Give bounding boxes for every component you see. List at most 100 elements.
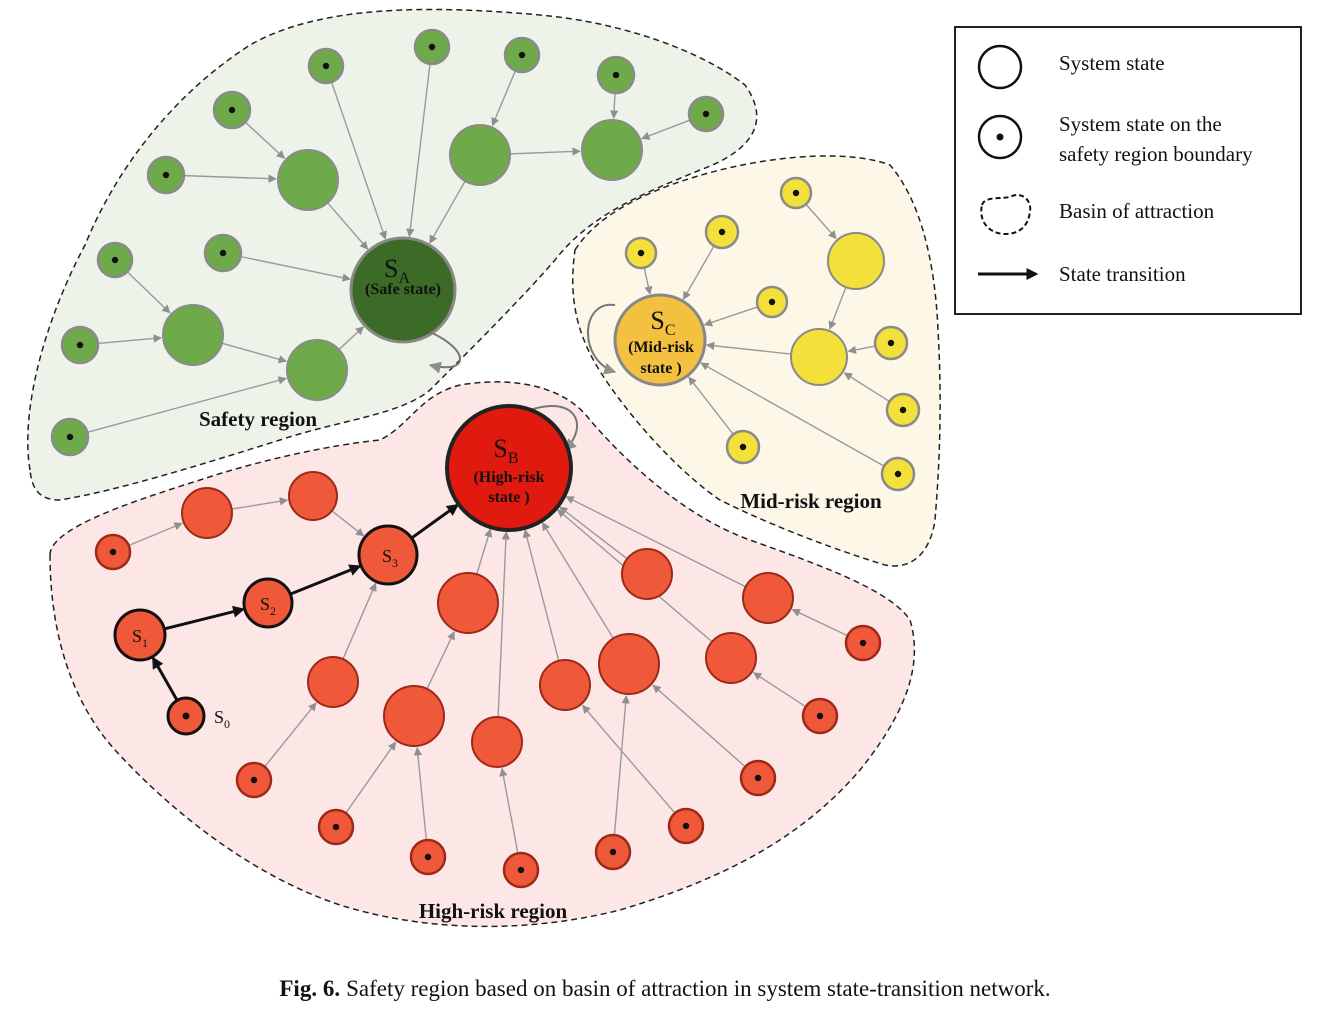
legend-label-3: State transition <box>1059 262 1186 286</box>
transition-edge <box>652 684 746 768</box>
sb-symbol: SB <box>493 434 518 467</box>
transition-edge <box>791 608 848 637</box>
legend-label-0: System state <box>1059 51 1165 75</box>
transition-edge <box>476 528 493 575</box>
state-s1: S1 <box>113 608 167 662</box>
legend-label-2: Basin of attraction <box>1059 199 1215 223</box>
boundary-state-node <box>212 90 252 130</box>
figure-caption: Fig. 6.Safety region based on basin of a… <box>0 976 1330 1002</box>
transition-edge <box>582 704 676 814</box>
boundary-state-node <box>801 697 839 735</box>
state-node <box>307 656 359 708</box>
transition-edge <box>565 496 746 588</box>
boundary-dot <box>250 776 258 784</box>
transition-edges <box>87 63 890 854</box>
boundary-state-node <box>687 95 725 133</box>
transition-edge <box>522 529 560 661</box>
boundary-state-node <box>624 236 658 270</box>
transition-edge <box>97 334 162 345</box>
boundary-dot <box>109 548 117 556</box>
transition-edge <box>843 372 890 403</box>
transition-edge <box>413 747 428 841</box>
transition-edge <box>244 121 286 159</box>
boundary-dot <box>66 433 74 441</box>
transition-edge <box>688 376 734 435</box>
state-node <box>827 232 885 290</box>
boundary-state-node <box>873 325 909 361</box>
boundary-dot <box>517 866 525 874</box>
sc-label-2: state ) <box>640 360 681 377</box>
transition-edge <box>338 326 365 351</box>
attractor-sc: SC (Mid-risk state ) <box>587 293 707 387</box>
sc-label-1: (Mid-risk <box>628 339 694 356</box>
boundary-dot <box>894 470 902 478</box>
state-node <box>790 328 848 386</box>
transition-edge <box>410 503 459 540</box>
transition-edge <box>613 695 630 836</box>
boundary-dot <box>332 823 340 831</box>
boundary-dot <box>718 228 726 236</box>
transition-edge <box>703 306 759 327</box>
boundary-dot <box>702 110 710 118</box>
boundary-state-node <box>704 214 740 250</box>
svg-text:S2: S2 <box>260 594 276 618</box>
transition-edge <box>264 702 317 768</box>
boundary-dot <box>424 853 432 861</box>
boundary-dot <box>859 639 867 647</box>
state-node <box>539 659 591 711</box>
legend-label-1: System state on the <box>1059 112 1222 136</box>
boundary-dot <box>768 298 776 306</box>
transition-edge <box>499 767 519 854</box>
transition-edge <box>426 631 455 690</box>
trajectory-edges <box>152 503 459 702</box>
transition-edge <box>183 174 277 183</box>
state-s2: S2 <box>242 577 294 629</box>
state-node <box>162 304 224 366</box>
transition-edge <box>331 510 365 537</box>
transition-edge <box>682 245 715 300</box>
boundary-dot <box>637 249 645 257</box>
boundary-state-node <box>307 47 345 85</box>
boundary-state-node <box>739 759 777 797</box>
transition-edge <box>828 286 847 330</box>
boundary-dot <box>816 712 824 720</box>
legend-label-1b: safety region boundary <box>1059 142 1253 166</box>
transition-edge <box>87 376 287 433</box>
boundary-state-node <box>94 533 132 571</box>
transition-edge <box>345 741 397 814</box>
transition-edge <box>342 582 377 660</box>
caption-text: Safety region based on basin of attracti… <box>346 976 1051 1001</box>
transition-edge <box>128 522 183 547</box>
boundary-dot <box>682 822 690 830</box>
transition-edge <box>805 203 837 240</box>
transition-edge <box>221 342 288 364</box>
boundary-state-node <box>96 241 134 279</box>
system-state-icon <box>977 44 1023 90</box>
boundary-dot <box>612 71 620 79</box>
transition-edge <box>609 92 619 119</box>
transition-edge <box>152 656 179 702</box>
transition-edge <box>491 70 517 127</box>
legend: System state System state on the safety … <box>954 26 1302 315</box>
boundary-dot <box>792 189 800 197</box>
sb-label-2: state ) <box>488 489 529 506</box>
boundary-state-node <box>317 808 355 846</box>
boundary-dot <box>518 51 526 59</box>
boundary-state-node <box>235 761 273 799</box>
state-node <box>277 149 339 211</box>
transition-edge <box>509 147 581 156</box>
transition-edge <box>240 255 351 282</box>
state-nodes <box>50 28 921 889</box>
boundary-state-node <box>594 833 632 871</box>
sb-label-1: (High-risk <box>473 469 544 486</box>
boundary-dot <box>428 43 436 51</box>
boundary-state-node <box>60 325 100 365</box>
transition-edge <box>641 119 691 140</box>
transition-edge <box>406 63 431 238</box>
state-node <box>288 471 338 521</box>
transition-edge <box>330 81 387 240</box>
transition-edge <box>752 672 807 708</box>
boundary-dot <box>228 106 236 114</box>
midrisk-region-label: Mid-risk region <box>740 489 882 513</box>
